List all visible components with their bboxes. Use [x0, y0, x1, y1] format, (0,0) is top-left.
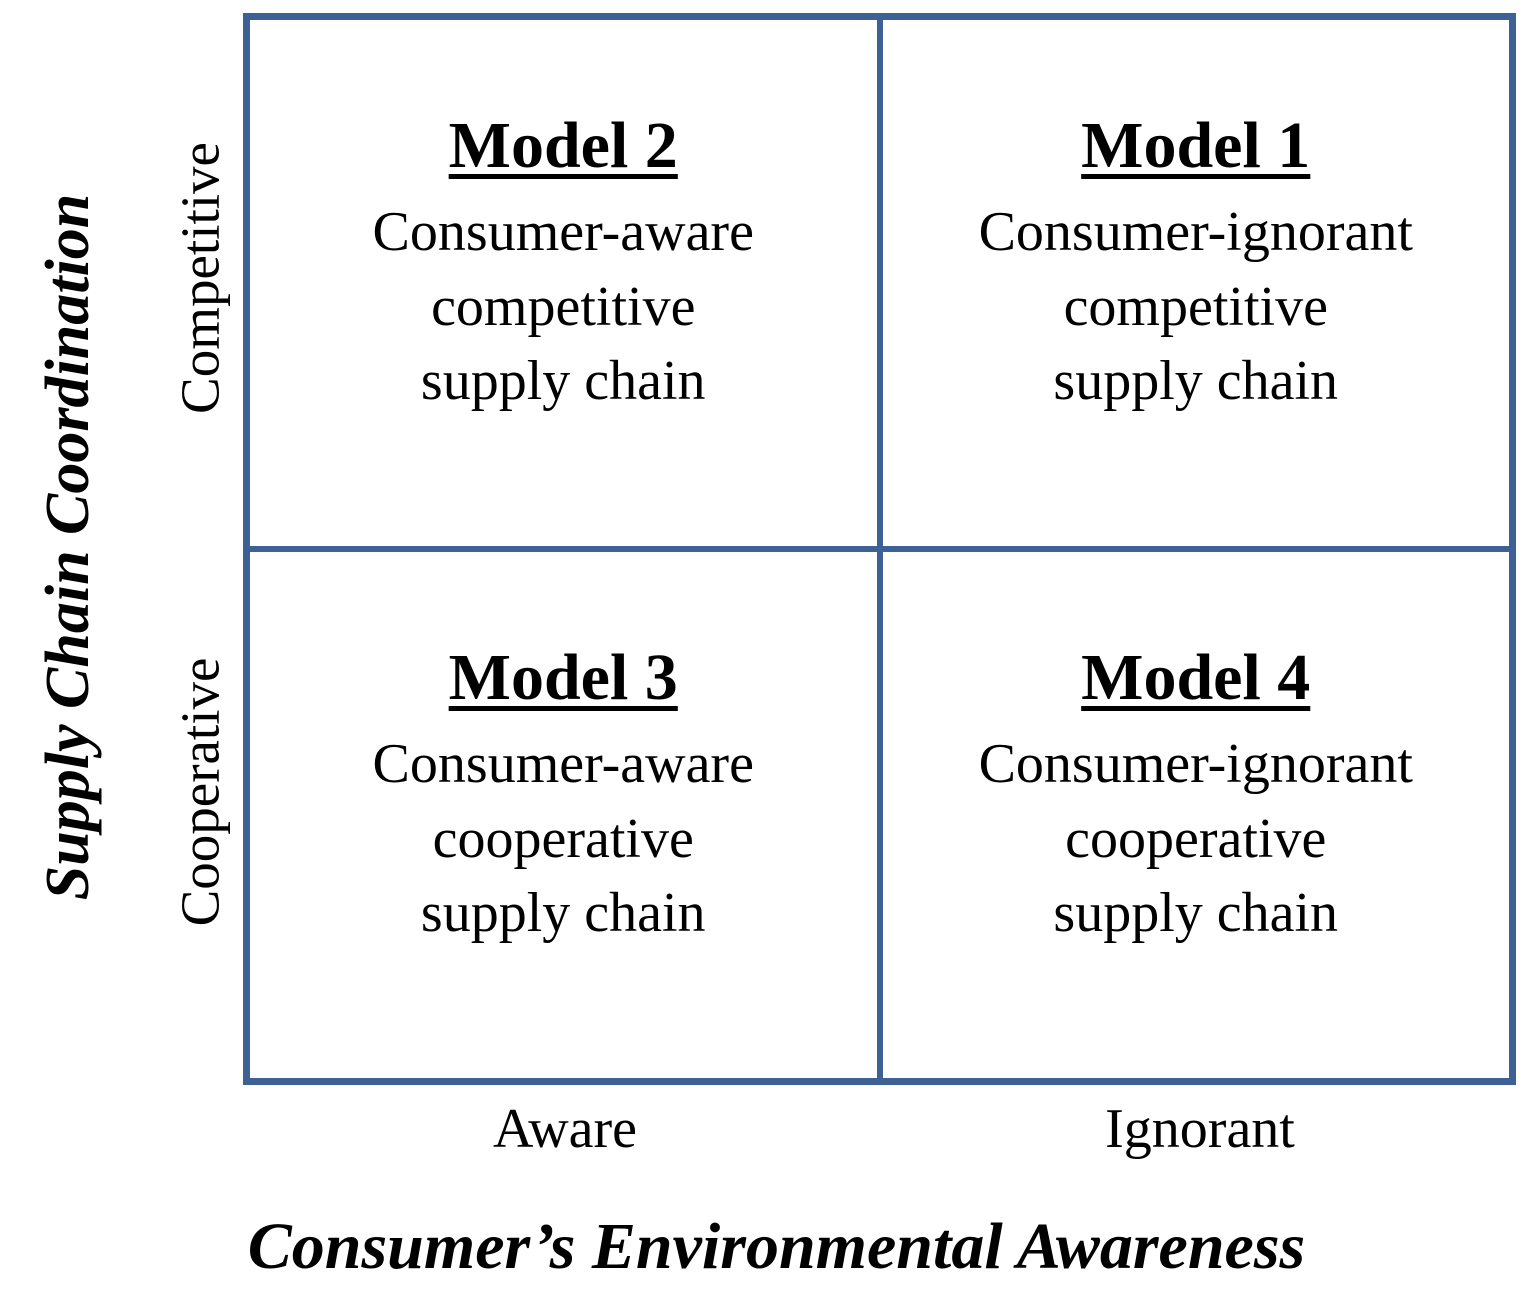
- quadrant-description: Consumer-aware competitive supply chain: [373, 195, 754, 418]
- quadrant-description: Consumer-ignorant cooperative supply cha…: [979, 727, 1413, 950]
- quadrant-title: Model 1: [1081, 109, 1311, 183]
- quadrant-description: Consumer-ignorant competitive supply cha…: [979, 195, 1413, 418]
- quadrant-description-line: competitive: [1063, 275, 1328, 338]
- quadrant-description-line: competitive: [431, 275, 696, 338]
- quadrant-description-line: Consumer-aware: [372, 201, 754, 264]
- quadrant-title: Model 4: [1081, 641, 1311, 715]
- quadrant-title: Model 2: [448, 109, 678, 183]
- quadrant-description: Consumer-aware cooperative supply chain: [373, 727, 754, 950]
- quadrant-description-line: Consumer-aware: [372, 733, 754, 796]
- quadrant-description-line: Consumer-ignorant: [978, 201, 1413, 264]
- quadrant-content: Model 3 Consumer-aware cooperative suppl…: [373, 645, 754, 950]
- quadrant-model-2[interactable]: Model 2 Consumer-aware competitive suppl…: [250, 20, 880, 549]
- quadrant-content: Model 2 Consumer-aware competitive suppl…: [373, 113, 754, 418]
- y-axis-tick-competitive: Competitive: [169, 142, 231, 414]
- quadrant-description-line: supply chain: [1053, 350, 1339, 413]
- quadrant-model-4[interactable]: Model 4 Consumer-ignorant cooperative su…: [879, 549, 1509, 1078]
- x-axis-tick-aware: Aware: [492, 1098, 638, 1160]
- quadrant-description-line: supply chain: [420, 882, 706, 945]
- quadrant-description-line: cooperative: [1065, 807, 1327, 870]
- quadrant-model-3[interactable]: Model 3 Consumer-aware cooperative suppl…: [250, 549, 880, 1078]
- quadrant-content: Model 1 Consumer-ignorant competitive su…: [979, 113, 1413, 418]
- quadrant-description-line: Consumer-ignorant: [978, 733, 1413, 796]
- quadrant-description-line: supply chain: [420, 350, 706, 413]
- quadrant-description-line: cooperative: [432, 807, 694, 870]
- quadrant-description-line: supply chain: [1053, 882, 1339, 945]
- y-axis-tick-cooperative: Cooperative: [169, 657, 231, 927]
- x-axis-title: Consumer’s Environmental Awareness: [247, 1210, 1306, 1283]
- quadrant-content: Model 4 Consumer-ignorant cooperative su…: [979, 645, 1413, 950]
- quadrant-model-1[interactable]: Model 1 Consumer-ignorant competitive su…: [879, 20, 1509, 549]
- x-axis-tick-ignorant: Ignorant: [1105, 1098, 1295, 1160]
- quadrant-title: Model 3: [448, 641, 678, 715]
- y-axis-title: Supply Chain Coordination: [34, 193, 102, 901]
- quadrant-matrix: Model 2 Consumer-aware competitive suppl…: [243, 13, 1516, 1085]
